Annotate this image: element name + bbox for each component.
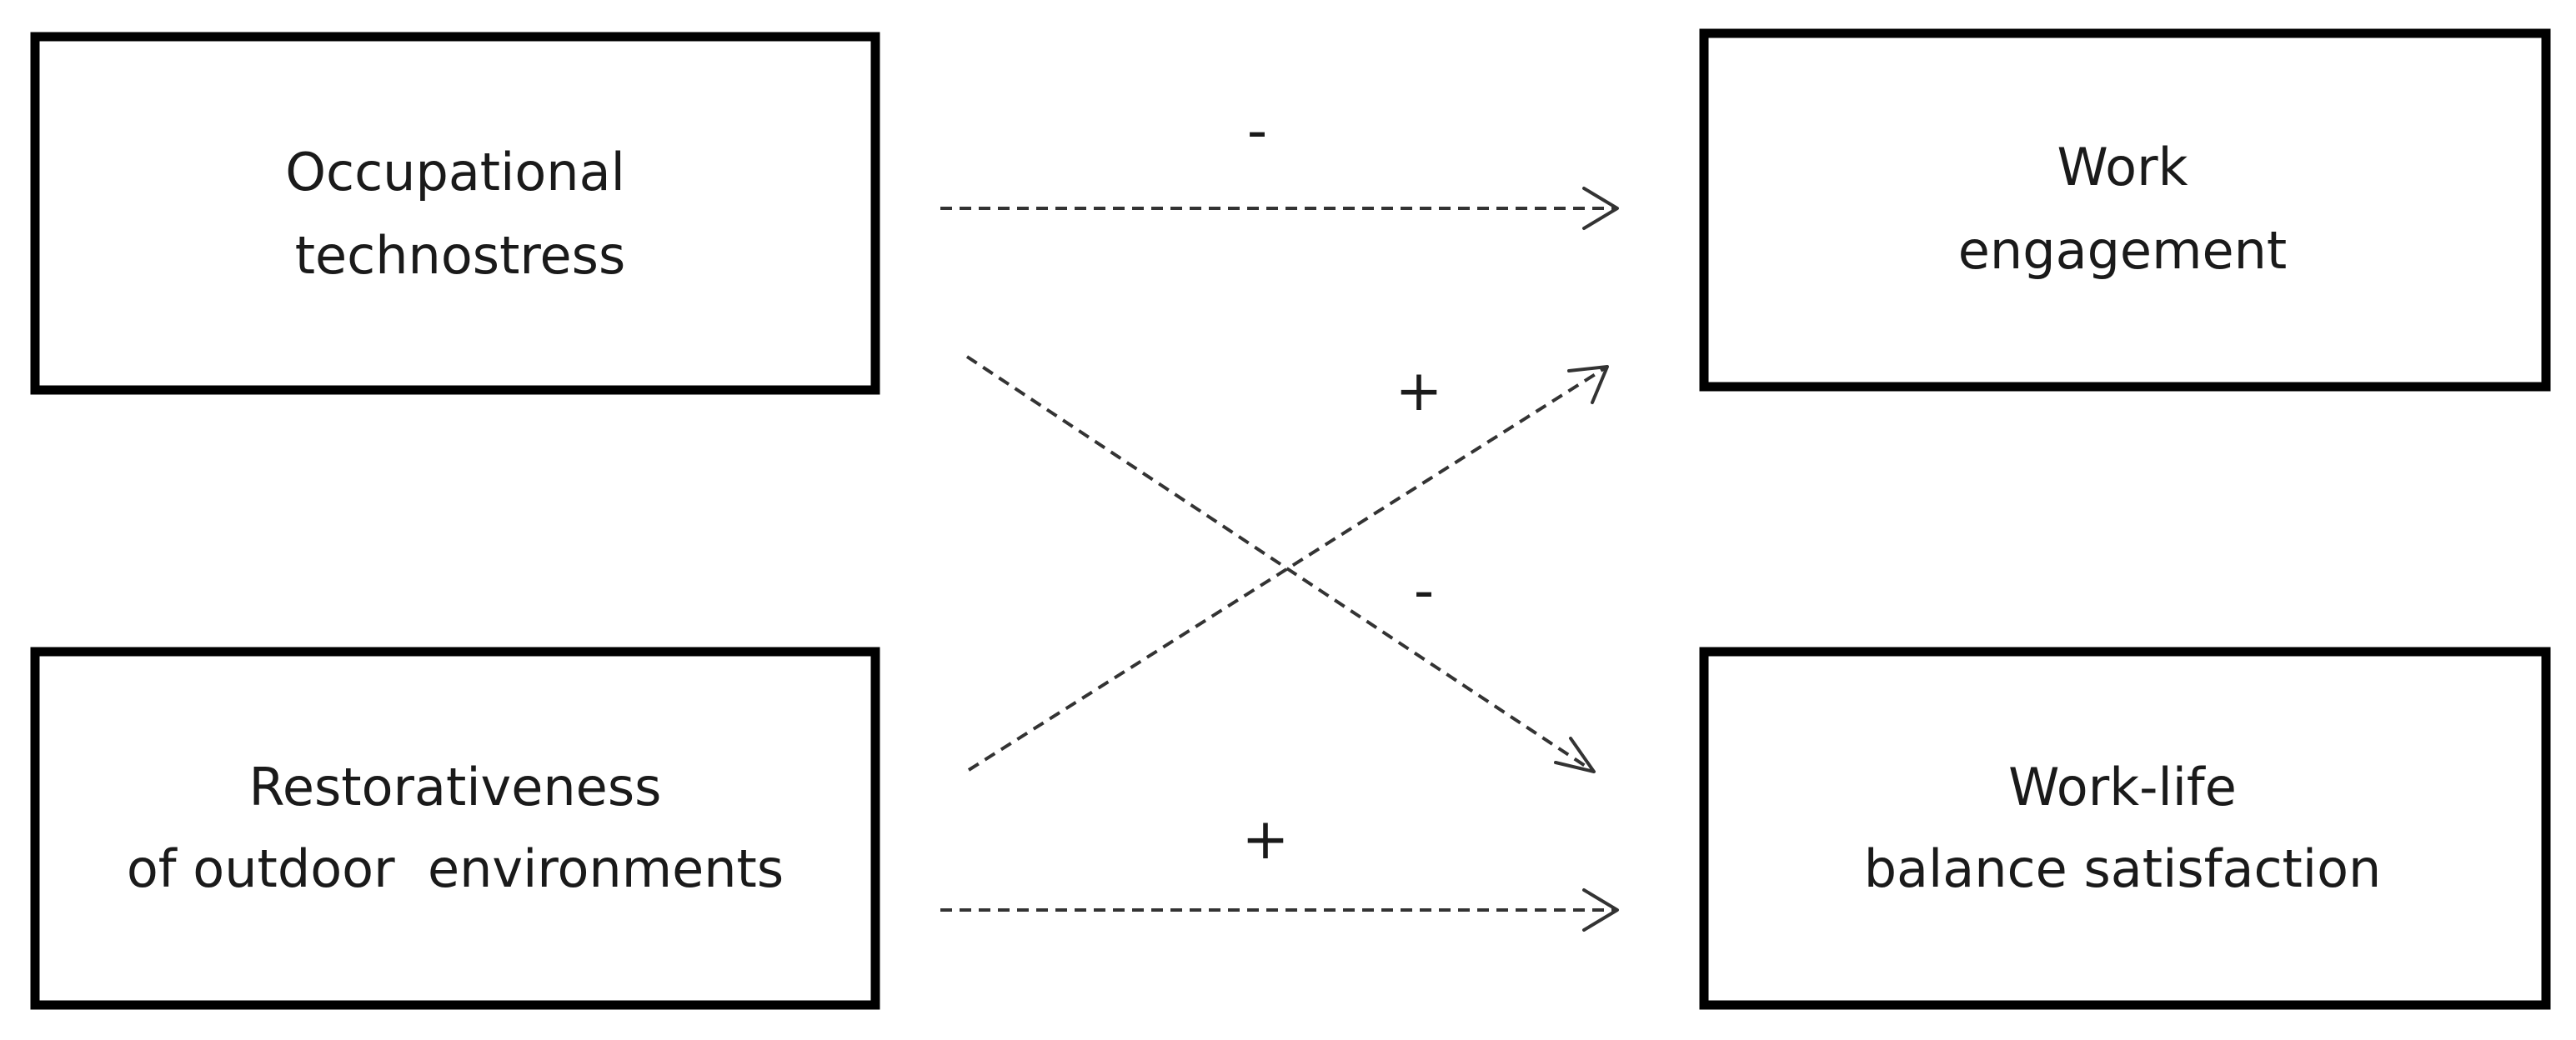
arrow-restorativeness-to-engagement: + (967, 358, 1609, 772)
box-restorativeness-line2: of outdoor environments (127, 838, 784, 899)
box-work-life-balance-line2: balance satisfaction (1864, 838, 2382, 899)
box-restorativeness: Restorativeness of outdoor environments (30, 647, 880, 1010)
box-occupational-technostress: Occupational technostress (30, 32, 880, 395)
box-work-engagement-line1: Work (2057, 137, 2188, 198)
box-work-life-balance: Work-life balance satisfaction (1699, 647, 2551, 1010)
box-occupational-technostress-line2: technostress (295, 225, 626, 286)
arrow-technostress-to-engagement: - (940, 98, 1619, 230)
box-restorativeness-line1: Restorativeness (249, 757, 662, 818)
sign-restorativeness-to-engagement: + (1396, 358, 1443, 424)
box-work-engagement-line2: engagement (1958, 220, 2287, 281)
box-work-life-balance-line1: Work-life (2008, 757, 2237, 818)
box-occupational-technostress-line1: Occupational (285, 142, 625, 202)
sign-restorativeness-to-balance: + (1242, 807, 1290, 872)
box-work-engagement: Work engagement (1699, 28, 2551, 392)
arrow-technostress-to-balance: - (965, 355, 1596, 773)
arrow-restorativeness-to-balance: + (940, 807, 1619, 932)
sign-technostress-to-engagement: - (1247, 98, 1268, 164)
sign-technostress-to-balance: - (1414, 558, 1435, 624)
